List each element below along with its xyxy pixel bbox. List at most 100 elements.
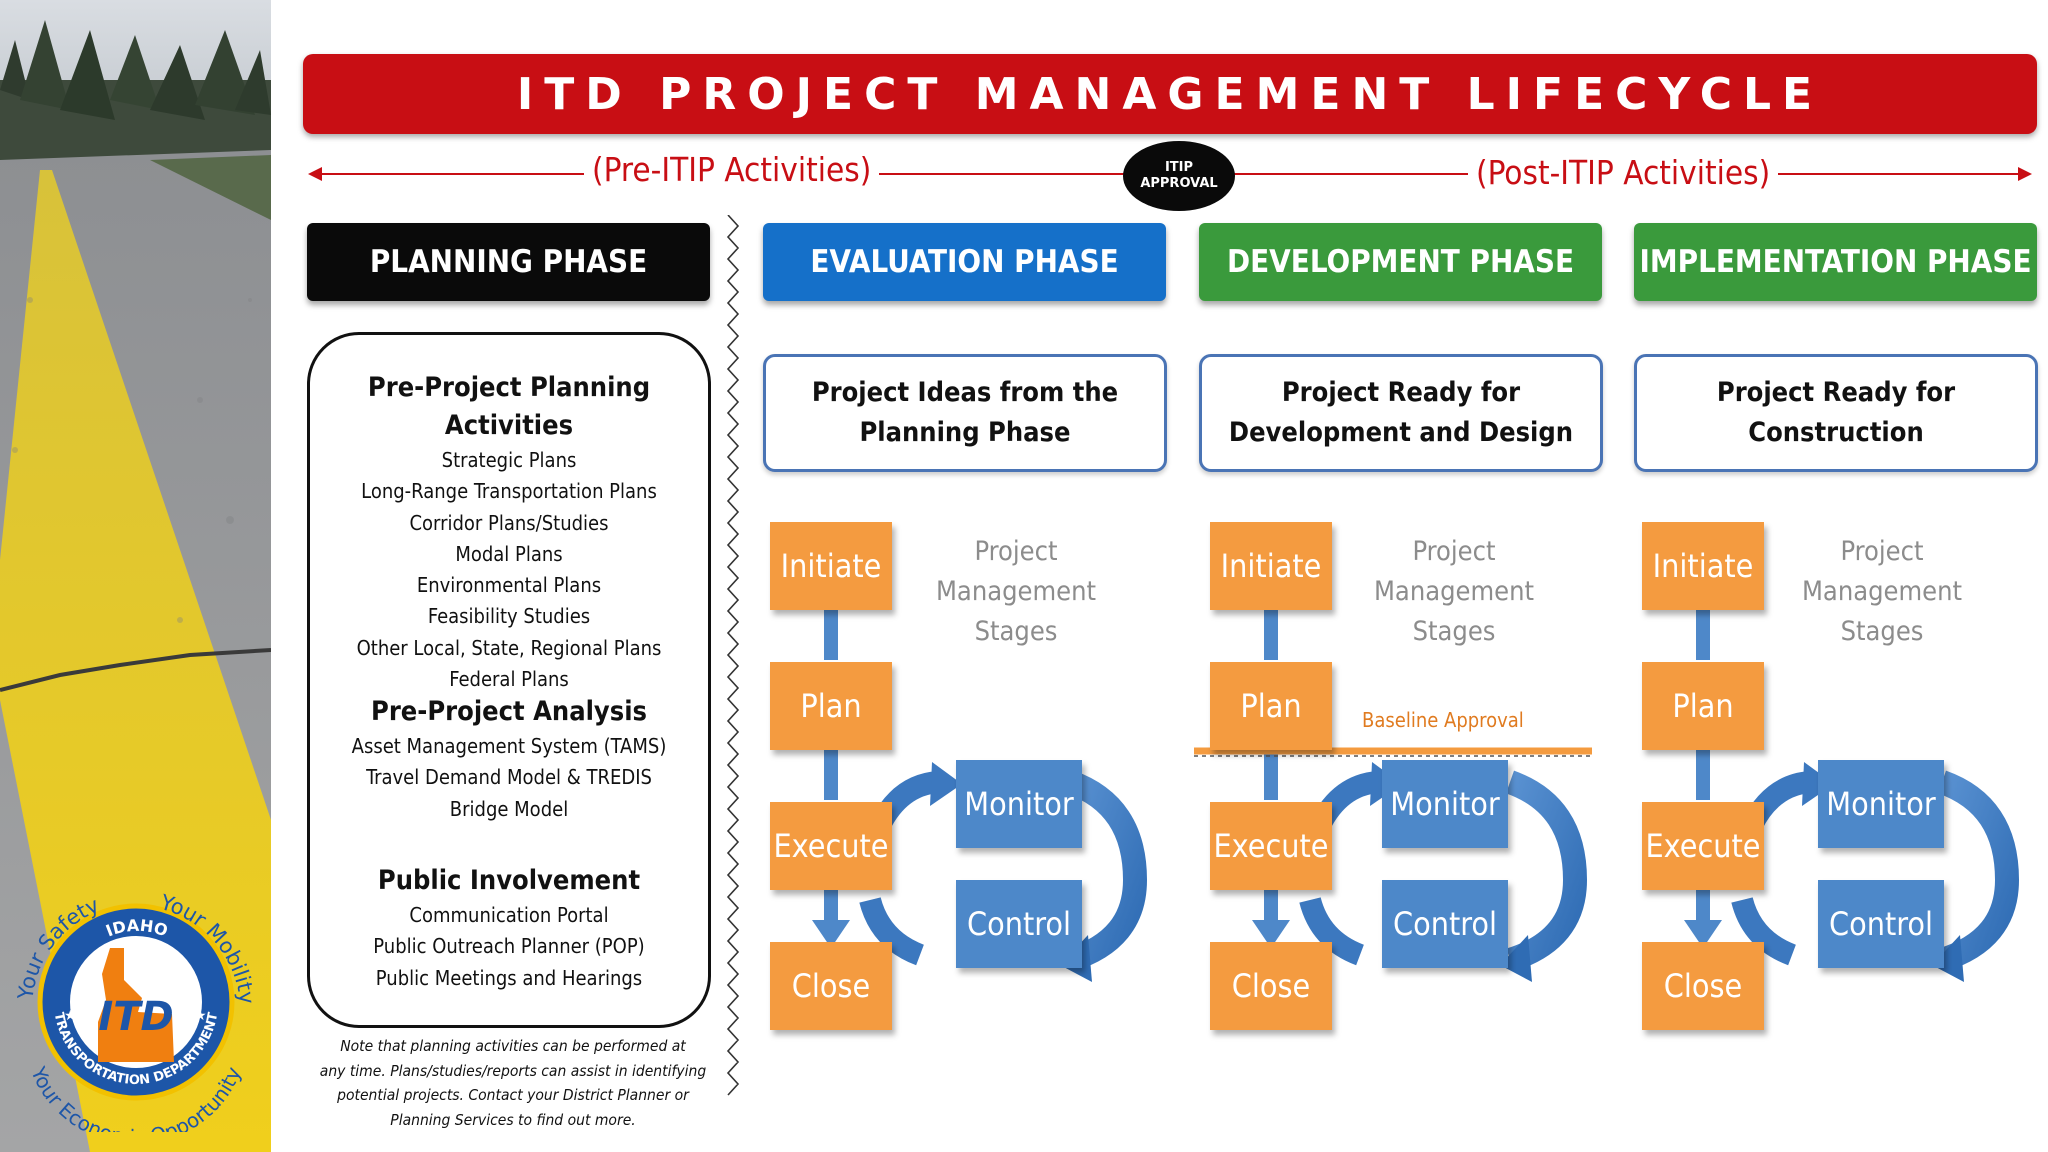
list-item: Long-Range Transportation Plans xyxy=(361,479,657,504)
group-heading: Pre-Project Planning Activities xyxy=(367,372,651,441)
development-description-box: Project Ready for Development and Design xyxy=(1199,354,1603,472)
description-line: Project Ready for xyxy=(1716,377,1956,408)
initiate-label: Initiate xyxy=(781,547,882,585)
itip-badge-line1: ITIP xyxy=(1164,160,1194,175)
execute-label: Execute xyxy=(1645,827,1760,865)
initiate-label: Initiate xyxy=(1653,547,1754,585)
close-label: Close xyxy=(1232,967,1310,1005)
close-box xyxy=(1210,942,1332,1030)
control-box xyxy=(1382,880,1508,968)
development-phase-header: DEVELOPMENT PHASE xyxy=(1199,223,1602,301)
implementation-phase-header: IMPLEMENTATION PHASE xyxy=(1634,223,2037,301)
description-line: Construction xyxy=(1748,417,1924,448)
planning-phase-header: PLANNING PHASE xyxy=(307,223,710,301)
monitor-box xyxy=(1818,760,1944,848)
pm-stages-label-1: Project xyxy=(975,536,1058,567)
pm-stages-label-2: Management xyxy=(1802,576,1962,607)
execute-box xyxy=(770,802,892,890)
pre-project-analysis-group: Pre-Project Analysis Asset Management Sy… xyxy=(310,693,708,825)
plan-box xyxy=(1210,662,1332,750)
evaluation-phase-header: EVALUATION PHASE xyxy=(763,223,1166,301)
pm-stages-label-3: Stages xyxy=(1841,616,1924,647)
connector-bar xyxy=(1264,608,1278,660)
planning-note: Note that planning activities can be per… xyxy=(318,1034,708,1132)
group-heading: Public Involvement xyxy=(377,865,641,896)
star-icon: ★ xyxy=(194,1008,207,1024)
pm-stages-label-3: Stages xyxy=(1413,616,1496,647)
execute-label: Execute xyxy=(1213,827,1328,865)
initiate-box xyxy=(1642,522,1764,610)
itip-approval-badge: ITIP APPROVAL xyxy=(1123,141,1235,211)
list-item: Bridge Model xyxy=(449,796,569,821)
plan-label: Plan xyxy=(1240,687,1301,725)
connector-bar xyxy=(824,748,838,800)
arrow-left-icon xyxy=(1932,935,1964,982)
execute-box xyxy=(1642,802,1764,890)
close-box xyxy=(1642,942,1764,1030)
note-line: Note that planning activities can be per… xyxy=(340,1037,686,1055)
note-line: potential projects. Contact your Distric… xyxy=(337,1086,689,1104)
list-item: Travel Demand Model & TREDIS xyxy=(366,765,652,790)
development-stage-diagram: Baseline Approval Initiate Plan Execute … xyxy=(1194,522,1592,1030)
pm-stages-label-1: Project xyxy=(1413,536,1496,567)
group-heading: Pre-Project Analysis xyxy=(371,696,647,727)
monitor-box xyxy=(956,760,1082,848)
arrow-down-icon xyxy=(1252,920,1290,948)
evaluation-stage-diagram: Initiate Plan Execute Close Monitor Cont… xyxy=(770,522,1148,1030)
monitor-label: Monitor xyxy=(964,785,1074,823)
monitor-label: Monitor xyxy=(1390,785,1500,823)
arrow-right-icon xyxy=(2018,167,2032,181)
control-label: Control xyxy=(967,905,1071,943)
list-item: Public Outreach Planner (POP) xyxy=(373,934,645,959)
control-box xyxy=(956,880,1082,968)
title-bar: ITD PROJECT MANAGEMENT LIFECYCLE xyxy=(303,54,2037,134)
control-label: Control xyxy=(1829,905,1933,943)
list-item: Communication Portal xyxy=(409,903,609,927)
list-item: Asset Management System (TAMS) xyxy=(351,734,667,758)
description-line: Development and Design xyxy=(1228,417,1574,448)
close-label: Close xyxy=(1664,967,1742,1005)
list-item: Modal Plans xyxy=(455,541,563,566)
connector-bar xyxy=(1696,748,1710,800)
connector-bar xyxy=(824,608,838,660)
implementation-stage-diagram: Initiate Plan Execute Close Monitor Cont… xyxy=(1642,522,2020,1030)
plan-box xyxy=(1642,662,1764,750)
itip-badge-line2: APPROVAL xyxy=(1140,176,1218,191)
pm-stages-label-2: Management xyxy=(1374,576,1534,607)
arrow-down-icon xyxy=(812,920,850,948)
list-item: Federal Plans xyxy=(449,667,569,692)
description-line: Planning Phase xyxy=(859,417,1071,448)
loop-arrow-down xyxy=(859,896,925,966)
road-photo-illustration xyxy=(0,0,271,1152)
execute-label: Execute xyxy=(773,827,888,865)
plan-label: Plan xyxy=(800,687,861,725)
plan-box xyxy=(770,662,892,750)
page-title: ITD PROJECT MANAGEMENT LIFECYCLE xyxy=(516,68,1824,120)
arrow-left-icon xyxy=(308,167,322,181)
star-icon: ★ xyxy=(64,1008,77,1024)
list-item: Feasibility Studies xyxy=(427,604,591,629)
connector-bar xyxy=(1696,888,1710,930)
execute-box xyxy=(1210,802,1332,890)
phase-separator xyxy=(726,215,740,1096)
loop-arrow-right xyxy=(1065,770,1148,972)
note-line: any time. Plans/studies/reports can assi… xyxy=(319,1061,707,1080)
list-item: Corridor Plans/Studies xyxy=(409,510,609,535)
description-line: Project Ideas from the xyxy=(811,377,1119,408)
close-label: Close xyxy=(792,967,870,1005)
road-photo: ITD IDAHO TRANSPORTATION DEPARTMENT Your… xyxy=(0,0,271,1152)
evaluation-description-box: Project Ideas from the Planning Phase xyxy=(763,354,1167,472)
implementation-description-box: Project Ready for Construction xyxy=(1634,354,2038,472)
initiate-box xyxy=(770,522,892,610)
loop-arrow-right xyxy=(1505,770,1588,972)
loop-arrow-right xyxy=(1937,770,2020,972)
arrow-right-icon xyxy=(930,762,962,806)
loop-arrow-down xyxy=(1299,896,1365,966)
pm-stages-label-3: Stages xyxy=(975,616,1058,647)
control-label: Control xyxy=(1393,905,1497,943)
arrow-down-icon xyxy=(1684,920,1722,948)
baseline-approval-label: Baseline Approval xyxy=(1362,708,1524,732)
pm-stages-label-2: Management xyxy=(936,576,1096,607)
pre-project-planning-group: Pre-Project Planning Activities Strategi… xyxy=(310,369,708,695)
initiate-label: Initiate xyxy=(1221,547,1322,585)
